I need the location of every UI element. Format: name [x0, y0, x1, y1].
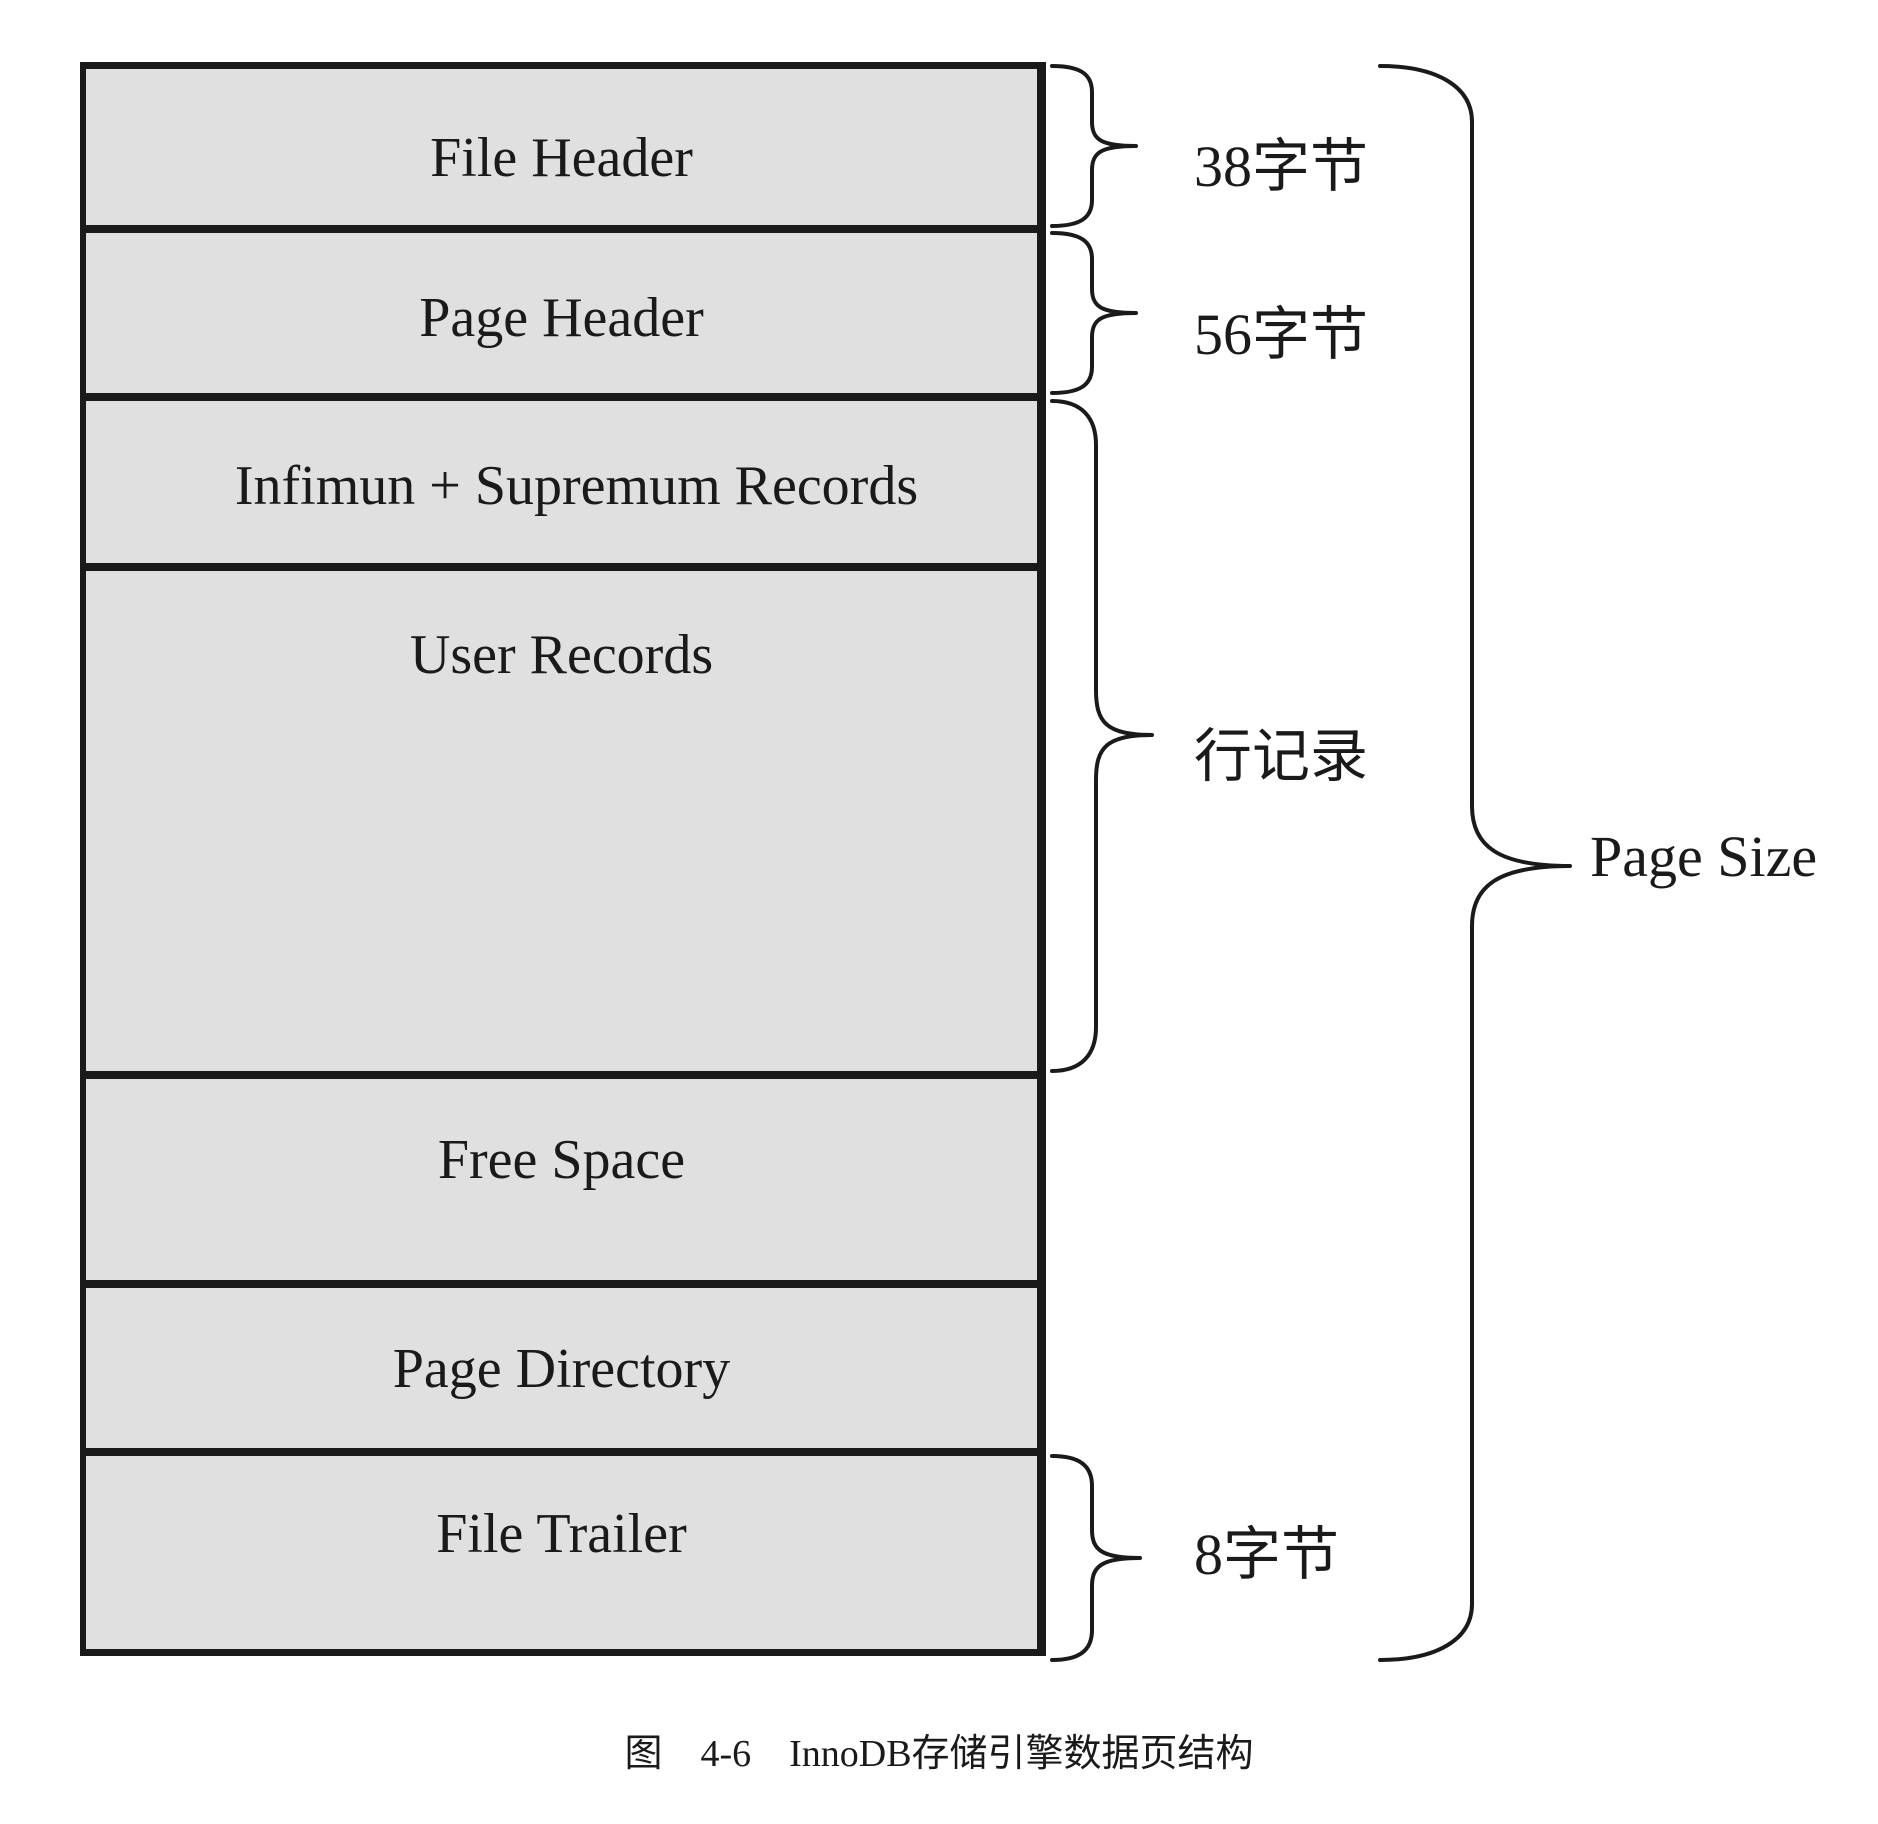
block-divider — [80, 563, 1046, 571]
free-space-block: Free Space — [80, 1079, 1046, 1280]
row-records-brace — [1050, 399, 1154, 1073]
row-records-label: 行记录 — [1194, 724, 1369, 789]
file-trailer-label: File Trailer — [436, 1503, 687, 1565]
page-size-brace — [1378, 64, 1572, 1662]
page-header-label: Page Header — [419, 287, 704, 349]
page-size-label: Page Size — [1590, 824, 1818, 889]
user-records-label: User Records — [409, 624, 714, 686]
page-directory-block: Page Directory — [80, 1288, 1046, 1448]
block-divider — [80, 393, 1046, 401]
free-space-label: Free Space — [437, 1129, 686, 1191]
file-header-label: File Header — [430, 127, 693, 189]
page-directory-label: Page Directory — [392, 1338, 731, 1400]
figure-caption: 图 4-6 InnoDB存储引擎数据页结构 — [624, 1733, 1254, 1775]
block-divider — [80, 1280, 1046, 1288]
file-header-brace — [1050, 64, 1138, 228]
block-divider — [80, 1448, 1046, 1456]
file-header-size-label: 38字节 — [1194, 134, 1369, 199]
file-trailer-size-label: 8字节 — [1194, 1522, 1340, 1587]
page-header-size-label: 56字节 — [1194, 302, 1369, 367]
block-divider — [80, 1071, 1046, 1079]
page-header-brace — [1050, 231, 1138, 395]
file-trailer-block: File Trailer — [80, 1456, 1046, 1656]
user-records-block: User Records — [80, 571, 1046, 1071]
infimum-supremum-label: Infimun + Supremum Records — [234, 455, 919, 517]
infimum-supremum-block: Infimun + Supremum Records — [80, 401, 1046, 563]
page-header-block: Page Header — [80, 233, 1046, 393]
block-divider — [80, 225, 1046, 233]
file-trailer-brace — [1050, 1454, 1142, 1662]
file-header-block: File Header — [80, 62, 1046, 225]
